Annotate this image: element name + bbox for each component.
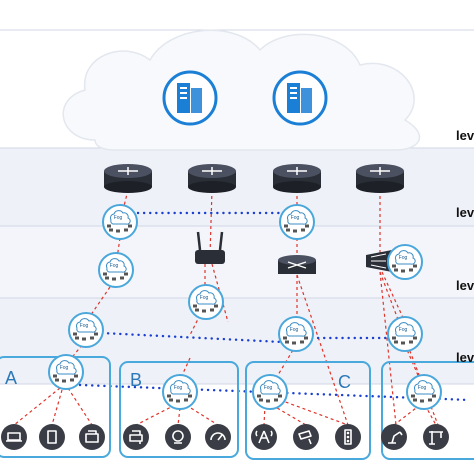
fog-node-icon: Fog — [278, 316, 314, 352]
core-routers — [104, 164, 404, 193]
level-label-4: lev — [456, 350, 474, 365]
fog-node-icon: Fog — [387, 244, 423, 280]
phone-icon — [79, 424, 105, 450]
fog-node-icon: Fog — [102, 204, 138, 240]
router-icon — [356, 164, 404, 193]
fog-label: Fog — [418, 385, 427, 391]
crane-icon — [423, 424, 449, 450]
fog-label: Fog — [264, 385, 273, 391]
tablet-icon — [39, 424, 65, 450]
group-box-b — [119, 361, 239, 458]
device-group-boxes — [0, 356, 474, 460]
fog-label: Fog — [200, 295, 209, 301]
robot-arm-icon — [381, 424, 407, 450]
webcam-icon — [165, 424, 191, 450]
fog-node-icon: Fog — [252, 374, 288, 410]
fog-label: Fog — [291, 215, 300, 221]
server-icon — [272, 70, 328, 126]
switch-icon — [278, 255, 316, 274]
fog-label: Fog — [110, 263, 119, 269]
fog-label: Fog — [399, 327, 408, 333]
router-icon — [273, 164, 321, 193]
fog-node-icon: Fog — [188, 284, 224, 320]
camera-icon — [293, 424, 319, 450]
router-icon — [104, 164, 152, 193]
cloud-servers — [162, 70, 328, 126]
radio-tower-icon — [251, 424, 277, 450]
level-label-2: lev — [456, 205, 474, 220]
fog-node-icon: Fog — [98, 252, 134, 288]
fog-node-icon: Fog — [279, 204, 315, 240]
wifi-router-icon — [195, 231, 225, 264]
fog-node-icon: Fog — [406, 374, 442, 410]
server-icon — [162, 70, 218, 126]
group-label-c: C — [338, 372, 351, 392]
group-label-b: B — [130, 370, 143, 390]
fog-node-icon: Fog — [162, 374, 198, 410]
fog-label: Fog — [80, 323, 89, 329]
router-icon — [188, 164, 236, 193]
group-label-a: A — [5, 368, 18, 388]
end-devices — [1, 424, 449, 450]
fog-label: Fog — [290, 327, 299, 333]
level-label-3: lev — [456, 278, 474, 293]
cloud-shape — [62, 29, 421, 151]
fog-node-icon: Fog — [387, 316, 423, 352]
fog-label: Fog — [114, 215, 123, 221]
fog-label: Fog — [60, 365, 69, 371]
traffic-light-icon — [335, 424, 361, 450]
fog-node-icon: Fog — [68, 312, 104, 348]
projector-icon — [366, 250, 392, 272]
fog-label: Fog — [399, 255, 408, 261]
fog-node-icon: Fog — [48, 354, 84, 390]
access-devices — [195, 231, 392, 274]
level-label-1: lev — [456, 128, 474, 143]
speedometer-icon — [205, 424, 231, 450]
network-links-red — [13, 189, 439, 426]
group-box-c — [245, 361, 371, 460]
printer-icon — [123, 424, 149, 450]
fog-label: Fog — [174, 385, 183, 391]
laptop-icon — [1, 424, 27, 450]
group-box-d — [381, 361, 474, 460]
group-box-a — [0, 356, 111, 458]
